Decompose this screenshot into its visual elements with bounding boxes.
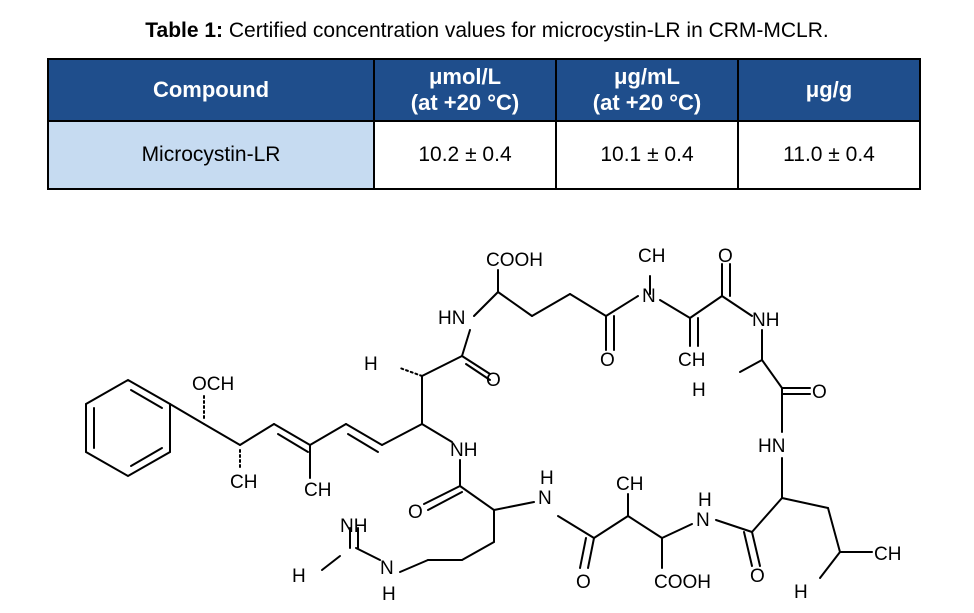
label-ch3-chain1: CH: [230, 472, 257, 493]
label-o-bottom-left: O: [408, 502, 423, 523]
bond-lines: [85, 263, 873, 579]
label-h3c-left: H: [364, 354, 378, 375]
table-caption: Table 1: Certified concentration values …: [0, 18, 974, 44]
header-compound: Compound: [47, 58, 375, 122]
caption-label: Table 1:: [145, 19, 224, 42]
label-o-right: O: [812, 382, 827, 403]
label-ch3-bottom: CH: [616, 474, 643, 495]
label-h3c-right: H: [692, 380, 706, 401]
header-umol-l: μmol/L (at +20 °C): [373, 58, 557, 122]
label-n-bottom2: N: [696, 510, 710, 531]
label-ch3-top: CH: [638, 246, 665, 267]
atom-labels: COOH CH O N HN NH H O O CH H O OCH NH HN…: [192, 246, 901, 605]
cell-ug-ml: 10.1 ± 0.4: [555, 120, 739, 190]
table-header-row: Compound μmol/L (at +20 °C) μg/mL (at +2…: [47, 58, 921, 122]
header-ug-g: μg/g: [737, 58, 921, 122]
label-n-methyl: N: [642, 286, 656, 307]
label-ch3-leu: CH: [874, 544, 901, 565]
phenyl-ring: [85, 378, 171, 478]
label-nh-guan: NH: [340, 516, 367, 537]
certified-values-table: Compound μmol/L (at +20 °C) μg/mL (at +2…: [47, 58, 921, 190]
label-ch3-chain2: CH: [304, 480, 331, 501]
label-h2n: H: [292, 566, 306, 587]
label-h-bottom2: H: [698, 490, 712, 511]
label-h-bottom: H: [540, 468, 554, 489]
cell-compound: Microcystin-LR: [47, 120, 375, 190]
label-cooh-top: COOH: [486, 250, 543, 271]
label-cooh-bottom: COOH: [654, 572, 711, 593]
label-h3c-leu: H: [794, 582, 808, 603]
label-n-bottom: N: [538, 488, 552, 509]
label-nh-top-right: NH: [752, 310, 779, 331]
label-o-top: O: [718, 246, 733, 267]
label-o-left-ring: O: [486, 370, 501, 391]
label-och3: OCH: [192, 374, 234, 395]
cell-ug-g: 11.0 ± 0.4: [737, 120, 921, 190]
label-n-guan: N: [380, 558, 394, 579]
label-o-bottom: O: [576, 572, 591, 593]
label-ch2: CH: [678, 350, 705, 371]
header-ug-ml: μg/mL (at +20 °C): [555, 58, 739, 122]
label-hn-top: HN: [438, 308, 465, 329]
caption-text: Certified concentration values for micro…: [228, 19, 829, 42]
label-hn-right: HN: [758, 436, 785, 457]
label-o-bottom-right: O: [750, 566, 765, 587]
cell-umol-l: 10.2 ± 0.4: [373, 120, 557, 190]
table-row: Microcystin-LR 10.2 ± 0.4 10.1 ± 0.4 11.…: [47, 120, 921, 190]
label-nh-mid: NH: [450, 440, 477, 461]
label-h-guan: H: [382, 584, 396, 605]
label-o-mid: O: [600, 350, 615, 371]
